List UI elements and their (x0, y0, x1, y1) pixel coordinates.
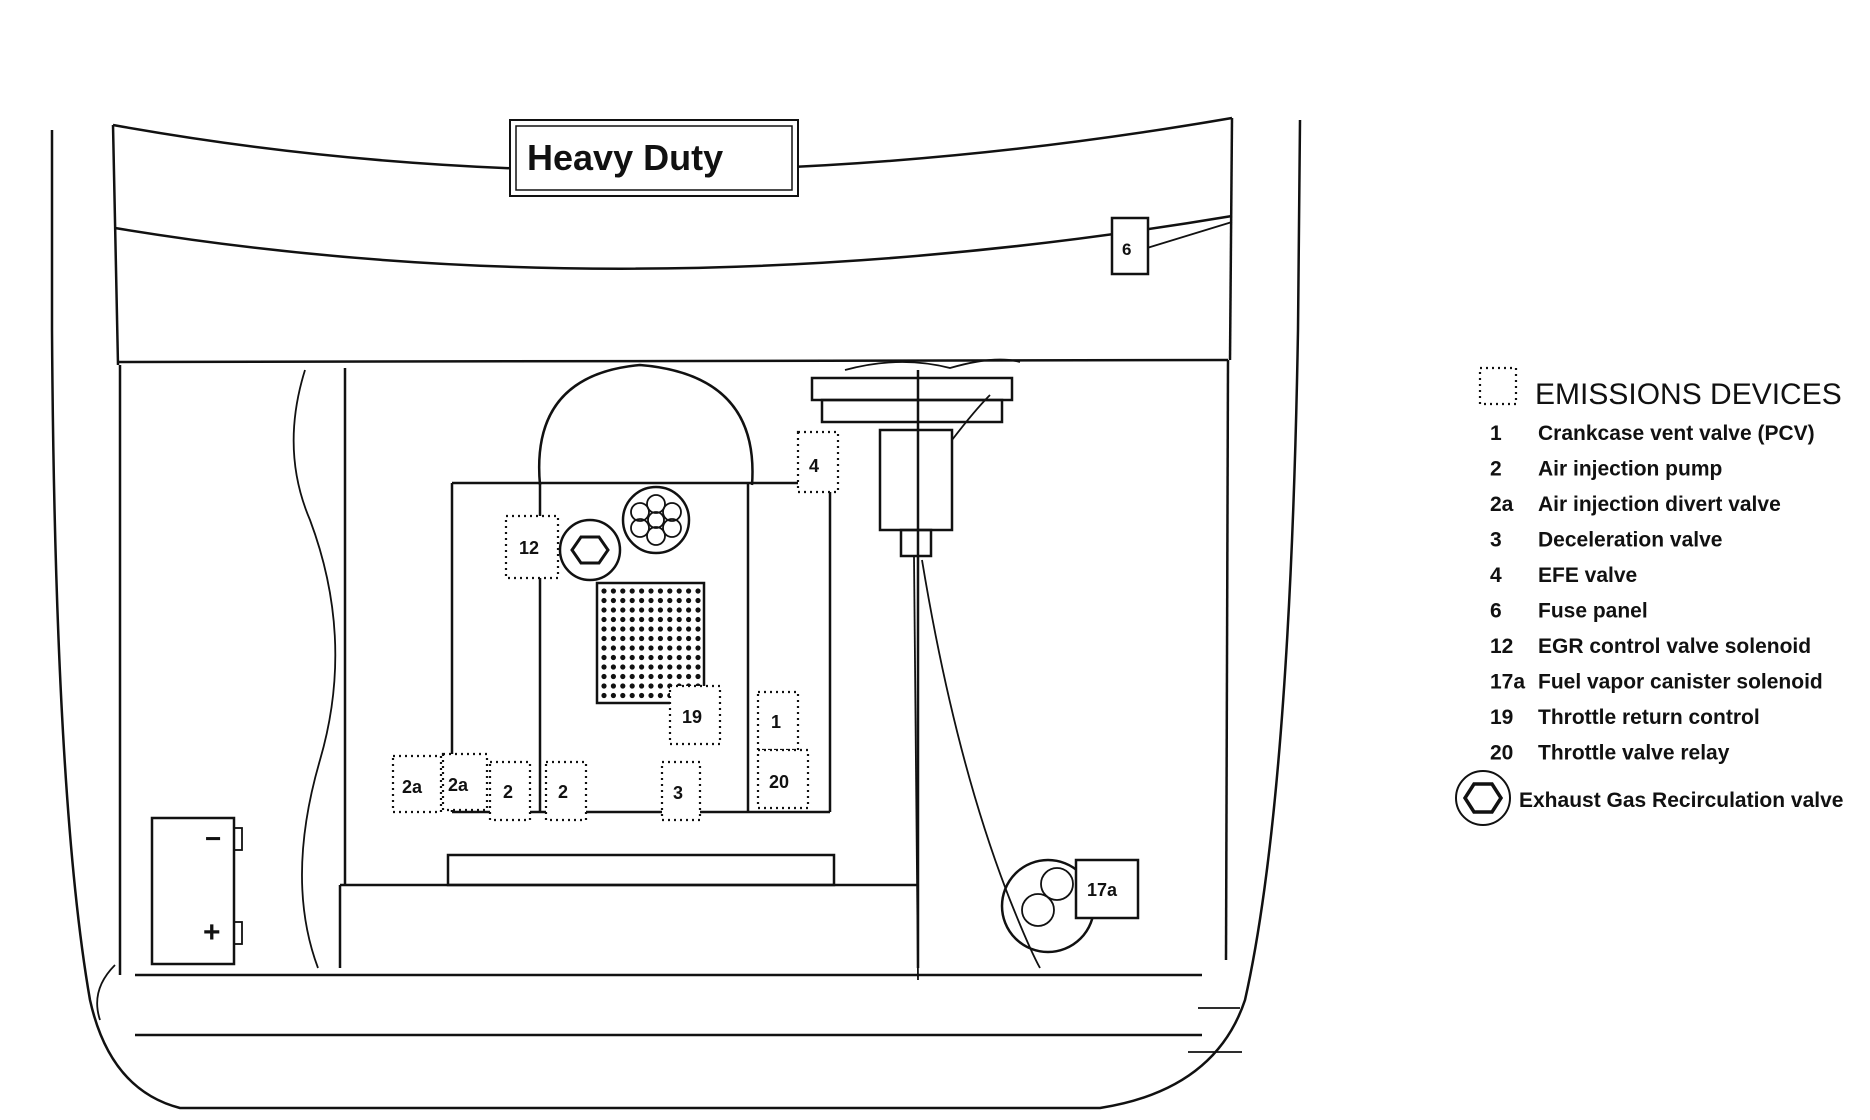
legend-item-label: Throttle valve relay (1538, 742, 1730, 765)
legend-item: 20 Throttle valve relay (1490, 742, 1730, 765)
vehicle-body-outline (50, 119, 1302, 1110)
legend-item-label: Air injection pump (1538, 458, 1722, 481)
legend-item-label: EFE valve (1538, 564, 1637, 587)
callout-6-label: 6 (1122, 240, 1131, 259)
dotted-square-icon (1478, 366, 1518, 406)
egr-valve (558, 518, 622, 582)
legend-item: 19 Throttle return control (1490, 706, 1760, 729)
svg-text:2: 2 (503, 782, 513, 802)
legend-title: EMISSIONS DEVICES (1535, 378, 1842, 411)
callout-air-pump-right: 2 (544, 760, 588, 822)
svg-text:19: 19 (682, 707, 702, 727)
svg-text:12: 12 (519, 538, 539, 558)
legend-item: 3 Deceleration valve (1490, 529, 1722, 552)
callout-divert-valve-left: 2a (391, 754, 443, 814)
heavy-duty-label: Heavy Duty (527, 137, 723, 178)
egr-legend-label: Exhaust Gas Recirculation valve (1519, 789, 1843, 812)
callout-throttle-return: 19 (668, 684, 722, 746)
heavy-duty-badge: Heavy Duty (509, 119, 799, 197)
svg-text:4: 4 (809, 456, 819, 476)
battery: − + (150, 816, 243, 966)
legend-item: 6 Fuse panel (1490, 600, 1648, 623)
air-pump-assembly (810, 358, 1021, 981)
battery-positive-label: + (203, 916, 221, 949)
svg-text:20: 20 (769, 772, 789, 792)
svg-text:2: 2 (558, 782, 568, 802)
svg-text:17a: 17a (1087, 880, 1118, 900)
legend-item-number: 17a (1490, 671, 1525, 694)
callout-divert-valve-right: 2a (441, 752, 489, 812)
legend-item-number: 6 (1490, 600, 1502, 623)
legend-item-number: 20 (1490, 742, 1513, 765)
callout-canister-solenoid: 17a (1074, 858, 1140, 920)
hood-panel (111, 116, 1234, 975)
callout-egr-solenoid: 12 (504, 514, 560, 580)
callout-decel-valve: 3 (660, 760, 702, 822)
legend-item: 2a Air injection divert valve (1490, 493, 1781, 516)
legend-item-number: 2 (1490, 458, 1502, 481)
legend-item-label: Fuel vapor canister solenoid (1538, 671, 1823, 694)
legend-item-label: Fuse panel (1538, 600, 1648, 623)
svg-text:3: 3 (673, 783, 683, 803)
legend-item: 2 Air injection pump (1490, 458, 1722, 481)
emissions-legend: EMISSIONS DEVICES 1 Crankcase vent valve … (1455, 366, 1843, 826)
distributor-cap (621, 485, 691, 555)
legend-item-label: Air injection divert valve (1538, 493, 1781, 516)
legend-item: 17a Fuel vapor canister solenoid (1490, 671, 1823, 694)
carburetor-grid (595, 581, 706, 705)
legend-item: 1 Crankcase vent valve (PCV) (1490, 422, 1815, 445)
legend-item-number: 2a (1490, 493, 1514, 516)
legend-item-number: 4 (1490, 564, 1502, 587)
callout-efe-valve: 4 (796, 430, 840, 494)
callout-fuse-panel: 6 (1110, 216, 1233, 276)
callout-air-pump-left: 2 (488, 760, 532, 822)
callout-pcv-valve: 1 (756, 690, 800, 752)
svg-text:2a: 2a (402, 777, 423, 797)
legend-item-number: 19 (1490, 706, 1513, 729)
battery-negative-label: − (205, 823, 221, 854)
legend-item: 12 EGR control valve solenoid (1490, 635, 1811, 658)
callout-throttle-relay: 20 (756, 748, 810, 810)
legend-item-number: 12 (1490, 635, 1513, 658)
svg-text:1: 1 (771, 712, 781, 732)
svg-text:2a: 2a (448, 775, 469, 795)
legend-item-number: 1 (1490, 422, 1502, 445)
legend-item-label: Deceleration valve (1538, 529, 1722, 552)
egr-valve-icon (1455, 770, 1511, 826)
legend-item-label: EGR control valve solenoid (1538, 635, 1811, 658)
legend-item-label: Throttle return control (1538, 706, 1760, 729)
legend-item-label: Crankcase vent valve (PCV) (1538, 422, 1815, 445)
legend-item-number: 3 (1490, 529, 1502, 552)
legend-item: 4 EFE valve (1490, 564, 1637, 587)
